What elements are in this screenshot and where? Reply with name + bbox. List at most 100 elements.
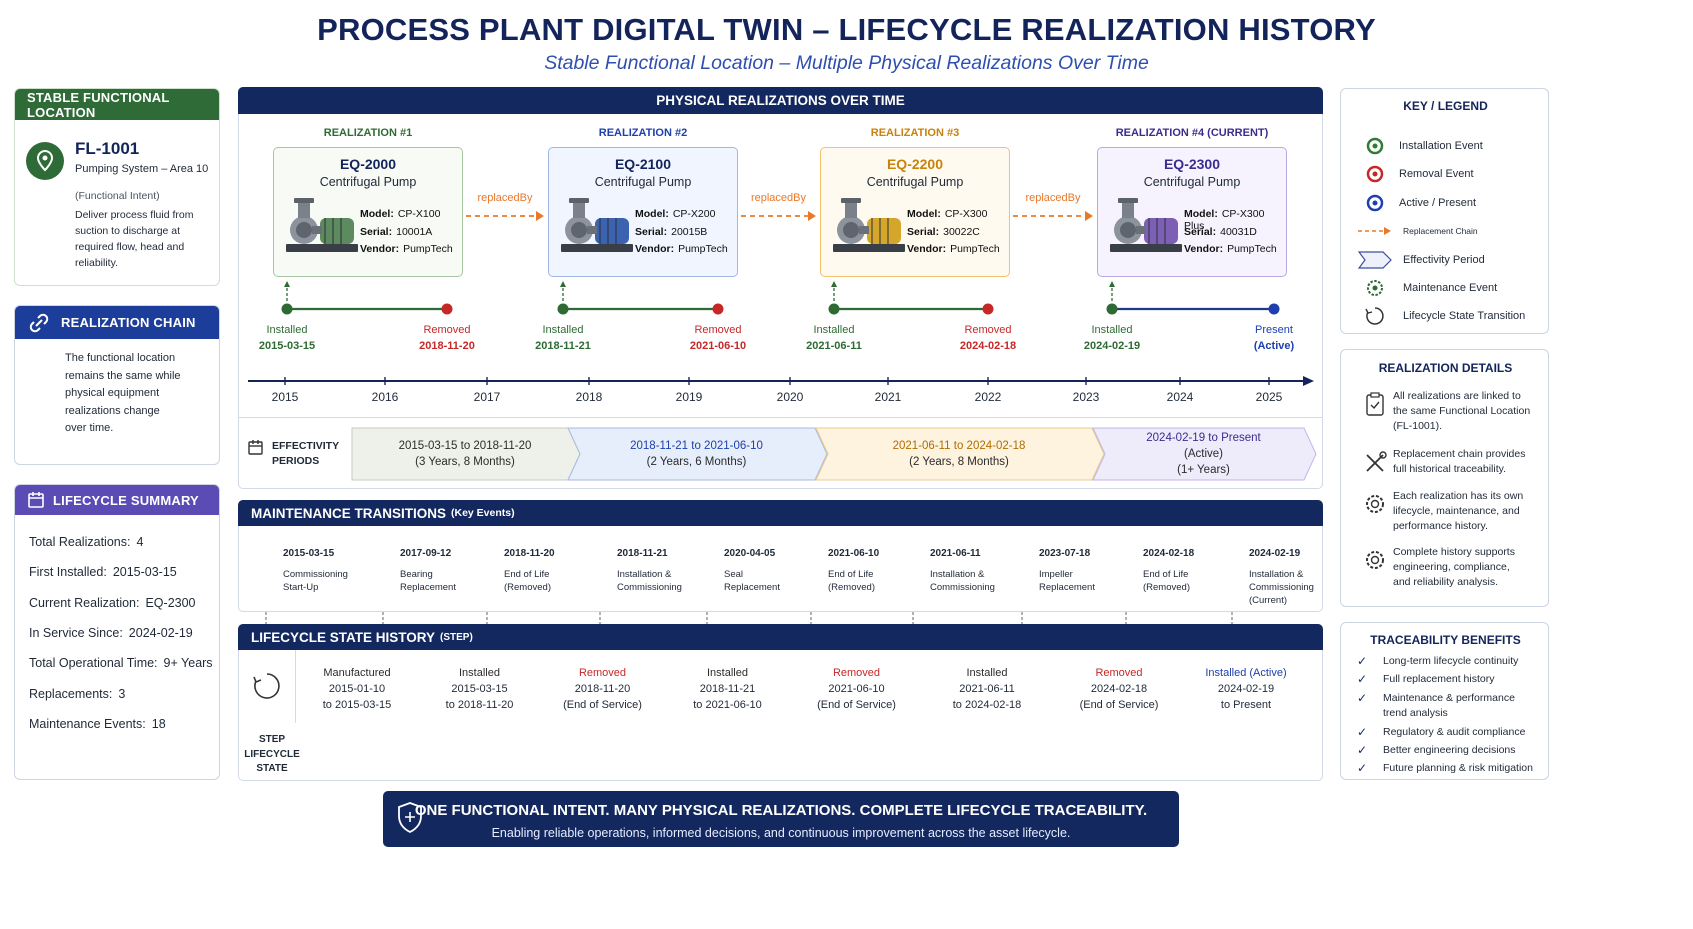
spec-label: Serial: [360,226,393,238]
summary-label: Total Operational Time: [29,656,158,671]
page-subtitle: Stable Functional Location – Multiple Ph… [544,52,1149,74]
functional-intent-text: Deliver process fluid from suction to di… [75,209,194,269]
summary-value: 9+ Years [163,656,213,671]
lifecycle-state-title: LIFECYCLE STATE HISTORY (STEP) [238,624,1323,650]
checkmark-icon: ✓ [1357,725,1368,739]
cycle-icon [253,673,280,699]
spec-label: Model: [360,208,394,220]
maintenance-date: 2023-07-18 [1039,548,1091,559]
physical-realizations-title: PHYSICAL REALIZATIONS OVER TIME [238,87,1323,114]
benefit-text: Long-term lifecycle continuity [1383,655,1519,667]
year-tick-label: 2023 [1072,390,1100,404]
summary-row: Maintenance Events:18 [29,717,166,731]
year-tick-label: 2018 [575,390,603,404]
maintenance-date: 2018-11-20 [504,548,555,559]
equipment-vendor: Vendor:PumpTech [635,243,728,255]
spec-value: 20015B [671,226,708,238]
legend-item: Maintenance Event [1357,278,1497,298]
maintenance-description: End of Life(Removed) [504,569,551,593]
spec-label: Serial: [635,226,668,238]
clipboard-icon [1357,389,1393,434]
summary-value: 2024-02-19 [128,625,193,640]
benefit-text: Future planning & risk mitigation [1383,762,1533,774]
spec-value: CP-X300 Plus [1184,208,1265,232]
equipment-id: EQ-2200 [886,156,944,172]
cycle-icon [1357,306,1393,326]
summary-value: EQ-2300 [145,595,196,610]
spec-value: 30022C [943,226,980,238]
spec-value: 10001A [396,226,433,238]
year-tick-label: 2015 [271,390,299,404]
summary-row: In Service Since: 2024-02-19 [29,626,193,640]
year-tick-label: 2019 [675,390,703,404]
centrifugal-pump-icon [833,198,905,252]
summary-value: 18 [151,716,166,731]
bottom-banner [383,791,1179,847]
spec-value: PumpTech [1227,243,1277,255]
summary-value: 2015-03-15 [112,565,177,580]
summary-label: Total Realizations: [29,535,131,549]
centrifugal-pump-icon [1110,198,1182,252]
spec-label: Vendor: [907,243,947,255]
maintenance-description: End of Life(Removed) [828,569,875,593]
equipment-serial: Serial:10001A [360,226,432,238]
maintenance-description: End of Life(Removed) [1143,569,1190,593]
equipment-serial: Serial:40031D [1184,226,1257,238]
summary-value: 4 [136,535,144,549]
realization-details-card: REALIZATION DETAILS All realizations are… [1340,349,1549,607]
maintenance-date: 2015-03-15 [283,548,335,559]
gear-icon [1357,278,1393,298]
realization-chain-header: REALIZATION CHAIN [61,315,196,330]
step-lifecycle-label: STEP LIFECYCLE STATE [244,734,300,774]
year-tick-label: 2025 [1255,390,1283,404]
lifecycle-summary-header: LIFECYCLE SUMMARY [53,492,199,508]
link-icon [29,313,49,332]
maintenance-date: 2021-06-11 [930,548,981,559]
summary-label: In Service Since: [29,625,123,640]
spec-label: Model: [635,208,669,220]
effectivity-period: 2018-11-21 to 2021-06-10(2 Years, 6 Mont… [630,440,763,468]
calendar-icon [248,440,263,455]
equipment-id: EQ-2300 [1163,156,1221,172]
spec-label: Model: [1184,208,1218,220]
maintenance-date: 2024-02-19 [1249,548,1301,559]
functional-location-name: Pumping System – Area 10 [75,163,209,175]
legend-title: KEY / LEGEND [1403,99,1488,113]
traceability-benefits-card: TRACEABILITY BENEFITS ✓Long-term lifecyc… [1340,622,1549,780]
year-tick-label: 2022 [974,390,1002,404]
equipment-model: Model:CP-X300 Plus [1184,208,1286,232]
spec-label: Vendor: [635,243,675,255]
legend-item: Lifecycle State Transition [1357,306,1525,326]
equipment-vendor: Vendor:PumpTech [360,243,453,255]
maintenance-description: Installation &Commissioning(Current) [1249,569,1314,606]
maintenance-date: 2021-06-10 [828,548,880,559]
maintenance-description: Installation &Commissioning [617,569,682,593]
summary-label: Current Realization: [29,595,140,610]
maintenance-date: 2024-02-18 [1143,548,1195,559]
summary-row: Total Operational Time: 9+ Years [29,656,213,670]
gear-icon [1357,545,1393,590]
spec-value: PumpTech [403,243,453,255]
benefit-item: ✓Future planning & risk mitigation [1357,761,1533,776]
spec-label: Model: [907,208,941,220]
